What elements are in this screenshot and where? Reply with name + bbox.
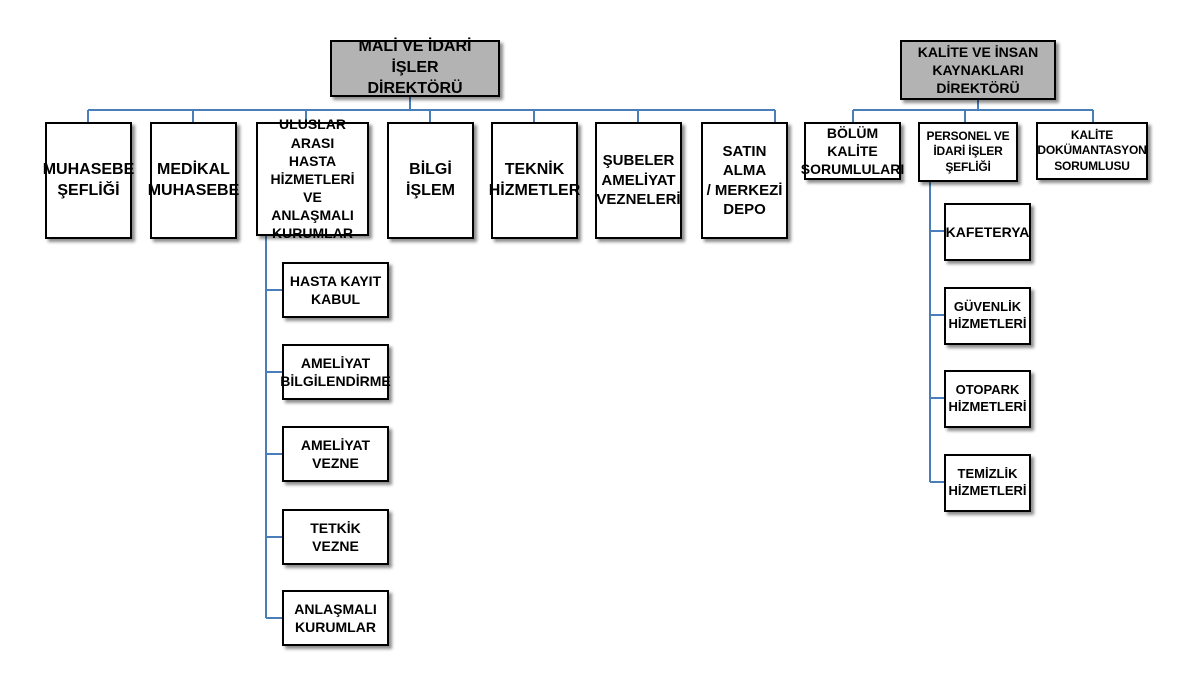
director-mali-idari: MALİ VE İDARİ İŞLER DİREKTÖRÜ: [330, 38, 500, 97]
unit-personel-idari-isler: PERSONEL VE İDARİ İŞLER ŞEFLİĞİ: [918, 122, 1018, 182]
unit-bilgi-islem: BİLGİ İŞLEM: [387, 122, 474, 239]
unit-uluslar-arasi: ULUSLAR ARASI HASTA HİZMETLERİ VE ANLAŞM…: [256, 116, 369, 241]
subunit-anlasmali-kurumlar: ANLAŞMALI KURUMLAR: [282, 590, 389, 646]
subunit-otopark-hizmetleri: OTOPARK HİZMETLERİ: [944, 370, 1031, 428]
unit-medikal-muhasebe: MEDİKAL MUHASEBE: [148, 122, 239, 239]
unit-muhasebe-sefligi: MUHASEBE ŞEFLİĞİ: [43, 122, 134, 239]
subunit-temizlik-hizmetleri: TEMİZLİK HİZMETLERİ: [944, 454, 1031, 512]
unit-kalite-dokumantasyon: KALİTE DOKÜMANTASYON SORUMLUSU: [1036, 122, 1148, 180]
subunit-kafeterya: KAFETERYA: [944, 203, 1031, 261]
unit-bolum-kalite-sorumlulari: BÖLÜM KALİTE SORUMLULARI: [801, 122, 904, 180]
subunit-guvenlik-hizmetleri: GÜVENLİK HİZMETLERİ: [944, 287, 1031, 345]
director-kalite-insan-kaynaklari: KALİTE VE İNSAN KAYNAKLARI DİREKTÖRÜ: [900, 40, 1056, 100]
unit-satin-alma: SATIN ALMA / MERKEZİ DEPO: [701, 122, 788, 239]
subunit-tetkik-vezne: TETKİK VEZNE: [282, 509, 389, 565]
unit-subeler-ameliyat-vezneleri: ŞUBELER AMELİYAT VEZNELERİ: [595, 122, 682, 239]
subunit-hasta-kayit-kabul: HASTA KAYIT KABUL: [282, 262, 389, 318]
subunit-ameliyat-vezne: AMELİYAT VEZNE: [282, 426, 389, 482]
unit-teknik-hizmetler: TEKNİK HİZMETLER: [489, 122, 580, 239]
subunit-ameliyat-bilgilendirme: AMELİYAT BİLGİLENDİRME: [280, 344, 391, 400]
